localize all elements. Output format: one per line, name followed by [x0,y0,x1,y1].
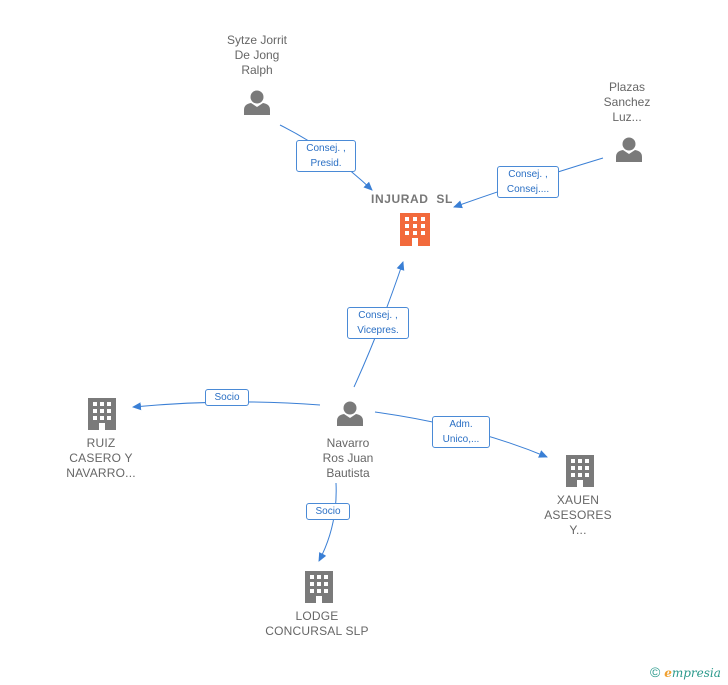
node-label-lodge[interactable]: LODGE CONCURSAL SLP [255,609,379,639]
node-label-line: Bautista [326,466,370,480]
building-icon[interactable] [566,455,594,487]
node-label-line: Ralph [241,63,273,77]
person-icon[interactable] [337,401,363,427]
node-label-line: RUIZ [86,436,116,450]
edge-label-line: Socio [315,506,341,517]
node-label-sytze[interactable]: Sytze Jorrit De Jong Ralph [197,33,317,78]
edge-label-line: Presid. [310,158,342,169]
node-label-navarro[interactable]: Navarro Ros Juan Bautista [290,436,406,481]
node-label-line: ASESORES [544,508,612,522]
node-label-line: Sytze Jorrit [226,33,287,47]
person-icon[interactable] [244,90,270,116]
edge-label-line: Consej.... [506,184,550,195]
node-label-ruiz[interactable]: RUIZ CASERO Y NAVARRO... [46,436,156,481]
edge-label-navarro-ruiz[interactable]: Socio [205,389,249,406]
building-icon[interactable] [400,213,430,246]
building-icon[interactable] [88,398,116,430]
edge-label-navarro-xauen[interactable]: Adm. Unico,... [432,416,490,448]
brand-logo-text: mpresia [671,666,721,680]
edge-label-navarro-lodge[interactable]: Socio [306,503,350,520]
copyright-icon: © [650,664,661,680]
node-label-line: NAVARRO... [66,466,136,480]
edge-label-line: Socio [214,392,240,403]
node-label-line: Y... [569,523,587,537]
node-label-line: Plazas [608,80,646,94]
brand-logo-initial: e [664,666,672,680]
edge-label-line: Adm. [449,419,473,430]
person-icon[interactable] [616,137,642,163]
node-label-line: CONCURSAL SLP [265,624,369,638]
node-label-line: Ros Juan [322,451,374,465]
brand-footer: © empresia [650,664,721,680]
node-label-xauen[interactable]: XAUEN ASESORES Y... [523,493,633,538]
edge-label-line: Consej. , [508,169,548,180]
edge-label-line: Vicepres. [357,325,399,336]
edge-label-plazas-injurad[interactable]: Consej. , Consej.... [497,166,559,198]
edge-navarro-lodge [318,482,337,562]
node-label-line: XAUEN [556,493,600,507]
node-label-injurad[interactable]: INJURAD SL [352,192,472,207]
building-icon[interactable] [305,571,333,603]
node-label-line: LODGE [295,609,339,623]
edge-label-sytze-injurad[interactable]: Consej. , Presid. [296,140,356,172]
edge-label-line: Consej. , [306,143,346,154]
node-label-line: CASERO Y [69,451,133,465]
node-label-line: Sanchez [603,95,651,109]
brand-logo: empresia [664,666,721,680]
node-label-plazas[interactable]: Plazas Sanchez Luz... [577,80,677,125]
node-label-line: Luz... [612,110,642,124]
node-label-line: INJURAD SL [371,192,453,206]
edge-label-line: Unico,... [442,434,480,445]
edge-label-line: Consej. , [358,310,398,321]
node-label-line: De Jong [234,48,280,62]
edge-label-navarro-injurad[interactable]: Consej. , Vicepres. [347,307,409,339]
node-label-line: Navarro [326,436,370,450]
